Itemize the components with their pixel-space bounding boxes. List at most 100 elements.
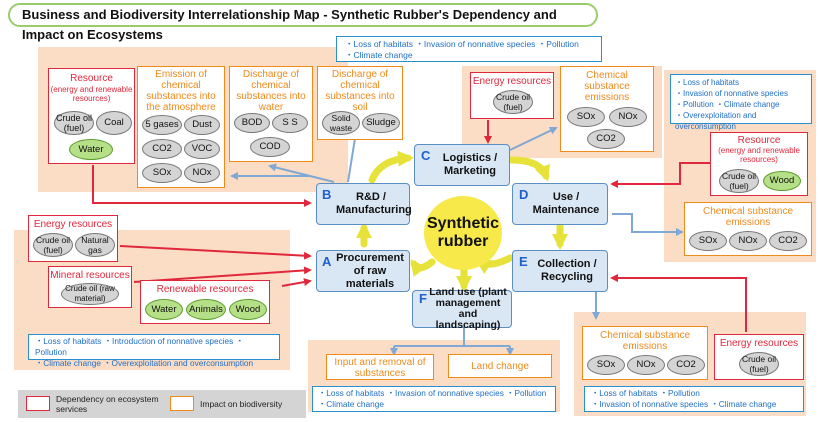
emission-node: SOx bbox=[587, 355, 625, 375]
box-title: Resource bbox=[70, 73, 113, 84]
crude-oil-node: Crude oil (fuel) bbox=[719, 169, 759, 193]
discharge-node: Solid waste bbox=[322, 111, 360, 135]
emission-atmosphere-box: Emission of chemical substances into the… bbox=[137, 66, 225, 188]
land-input-box: Input and removal of substances bbox=[326, 354, 434, 380]
process-letter: B bbox=[322, 187, 332, 202]
resource-use-box: Resource (energy and renewable resources… bbox=[710, 132, 808, 196]
emission-node: CO2 bbox=[667, 355, 705, 375]
process-label: Collection / Recycling bbox=[537, 258, 597, 283]
crude-oil-node: Crude oil (raw material) bbox=[61, 283, 119, 305]
emission-node: CO2 bbox=[769, 231, 807, 251]
box-title: Energy resources bbox=[472, 76, 552, 87]
impact-line: ・Loss of habitats ・Invasion of nonnative… bbox=[318, 388, 547, 398]
process-label: Logistics / Marketing bbox=[442, 152, 498, 177]
impact-line: ・Overexploitation and overconsumption bbox=[675, 111, 757, 131]
process-procurement: A Procurement of raw materials bbox=[316, 250, 410, 292]
box-title: Chemical substance emissions bbox=[599, 330, 691, 352]
process-rnd: B R&D / Manufacturing bbox=[316, 183, 412, 225]
impact-line: ・Loss of habitats ・Introduction of nonna… bbox=[35, 336, 244, 357]
box-subtitle: (energy and renewable resources) bbox=[50, 85, 133, 103]
legend-impact-label: Impact on biodiversity bbox=[200, 399, 283, 409]
emission-node: CO2 bbox=[587, 129, 625, 149]
energy-procurement-box: Energy resources Crude oil (fuel) Natura… bbox=[28, 215, 118, 262]
box-title: Resource bbox=[737, 135, 781, 146]
legend-dependency-swatch bbox=[26, 396, 50, 411]
emission-node: NOx bbox=[184, 163, 220, 183]
right-impact-box: ・Loss of habitats ・Invasion of nonnative… bbox=[670, 74, 812, 131]
discharge-node: COD bbox=[250, 137, 290, 157]
emission-node: SOx bbox=[689, 231, 727, 251]
legend-dependency-label: Dependency on ecosystem services bbox=[56, 394, 159, 414]
bottom-impact-box: ・Loss of habitats ・Invasion of nonnative… bbox=[312, 386, 556, 412]
box-subtitle: (energy and renewable resources) bbox=[718, 146, 800, 164]
natural-gas-node: Natural gas bbox=[75, 233, 115, 257]
emission-node: CO2 bbox=[142, 139, 182, 159]
legend-impact-swatch bbox=[170, 396, 194, 411]
legend: Dependency on ecosystem services Impact … bbox=[18, 390, 306, 418]
page-title: Business and Biodiversity Interrelations… bbox=[8, 3, 598, 42]
discharge-node: Sludge bbox=[362, 113, 400, 133]
process-label: Use / Maintenance bbox=[532, 191, 600, 216]
br-impact-box: ・Loss of habitats ・Pollution ・Invasion o… bbox=[584, 386, 804, 412]
center-synthetic-rubber: Synthetic rubber bbox=[424, 196, 502, 270]
emission-node: VOC bbox=[184, 139, 220, 159]
left-impact-box: ・Loss of habitats ・Introduction of nonna… bbox=[28, 334, 280, 368]
impact-line: ・Invasion of nonnative species ・Climate … bbox=[591, 399, 777, 409]
box-title: Discharge of chemical substances into so… bbox=[325, 69, 395, 113]
chem-logistics-box: Chemical substance emissions SOx NOx CO2 bbox=[560, 66, 654, 152]
process-label: R&D / Manufacturing bbox=[336, 191, 412, 216]
emission-node: Dust bbox=[184, 115, 220, 135]
crude-oil-node: Crude oil (fuel) bbox=[493, 90, 533, 114]
wood-node: Wood bbox=[229, 299, 267, 320]
impact-line: ・Climate change bbox=[345, 50, 413, 60]
emission-node: 5 gases bbox=[142, 115, 182, 135]
box-title: Renewable resources bbox=[156, 284, 254, 295]
discharge-node: BOD bbox=[234, 113, 270, 133]
box-title: Emission of chemical substances into the… bbox=[146, 69, 216, 113]
process-letter: E bbox=[519, 254, 528, 269]
water-node: Water bbox=[69, 139, 113, 160]
coal-node: Coal bbox=[96, 111, 132, 135]
box-title: Chemical substance emissions bbox=[584, 70, 630, 103]
process-label: Procurement of raw materials bbox=[336, 251, 404, 290]
process-landuse: F Land use (plant management and landsca… bbox=[412, 286, 512, 331]
box-title: Energy resources bbox=[719, 338, 799, 349]
crude-oil-node: Crude oil (fuel) bbox=[739, 352, 779, 376]
water-node: Water bbox=[145, 299, 183, 320]
process-letter: D bbox=[519, 187, 529, 202]
top-impact-box: ・Loss of habitats ・Invasion of nonnative… bbox=[336, 36, 602, 62]
energy-collection-box: Energy resources Crude oil (fuel) bbox=[714, 334, 804, 380]
discharge-node: S S bbox=[272, 113, 308, 133]
impact-line: ・Loss of habitats bbox=[675, 78, 740, 87]
renewable-resources-box: Renewable resources Water Animals Wood bbox=[140, 280, 270, 324]
process-letter: F bbox=[419, 291, 427, 306]
emission-node: SOx bbox=[142, 163, 182, 183]
process-letter: C bbox=[421, 148, 431, 163]
impact-line: ・Pollution ・Climate change bbox=[675, 100, 780, 109]
process-use: D Use / Maintenance bbox=[512, 183, 608, 225]
impact-line: ・Climate change ・Overexploitation and ov… bbox=[35, 358, 254, 368]
impact-line: ・Climate change bbox=[318, 399, 384, 409]
emission-node: NOx bbox=[729, 231, 767, 251]
land-change-box: Land change bbox=[448, 354, 552, 378]
box-title: Mineral resources bbox=[50, 270, 130, 281]
box-title: Chemical substance emissions bbox=[702, 206, 794, 228]
mineral-resources-box: Mineral resources Crude oil (raw materia… bbox=[48, 266, 132, 308]
emission-node: NOx bbox=[609, 107, 647, 127]
emission-node: SOx bbox=[567, 107, 605, 127]
impact-line: ・Invasion of nonnative species bbox=[675, 89, 788, 98]
emission-node: NOx bbox=[627, 355, 665, 375]
discharge-water-box: Discharge of chemical substances into wa… bbox=[229, 66, 313, 162]
resource-rnd-box: Resource (energy and renewable resources… bbox=[48, 68, 135, 164]
process-letter: A bbox=[322, 254, 332, 269]
process-collection: E Collection / Recycling bbox=[512, 250, 608, 292]
energy-logistics-box: Energy resources Crude oil (fuel) bbox=[470, 72, 554, 119]
impact-line: ・Loss of habitats ・Pollution bbox=[591, 388, 700, 398]
box-title: Discharge of chemical substances into wa… bbox=[236, 69, 306, 113]
animals-node: Animals bbox=[186, 299, 226, 320]
crude-oil-node: Crude oil (fuel) bbox=[33, 233, 73, 257]
chem-collection-box: Chemical substance emissions SOx NOx CO2 bbox=[582, 326, 708, 380]
process-label: Land use (plant management and landscapi… bbox=[429, 286, 507, 331]
wood-node: Wood bbox=[763, 171, 801, 191]
impact-line: ・Loss of habitats ・Invasion of nonnative… bbox=[345, 39, 579, 49]
